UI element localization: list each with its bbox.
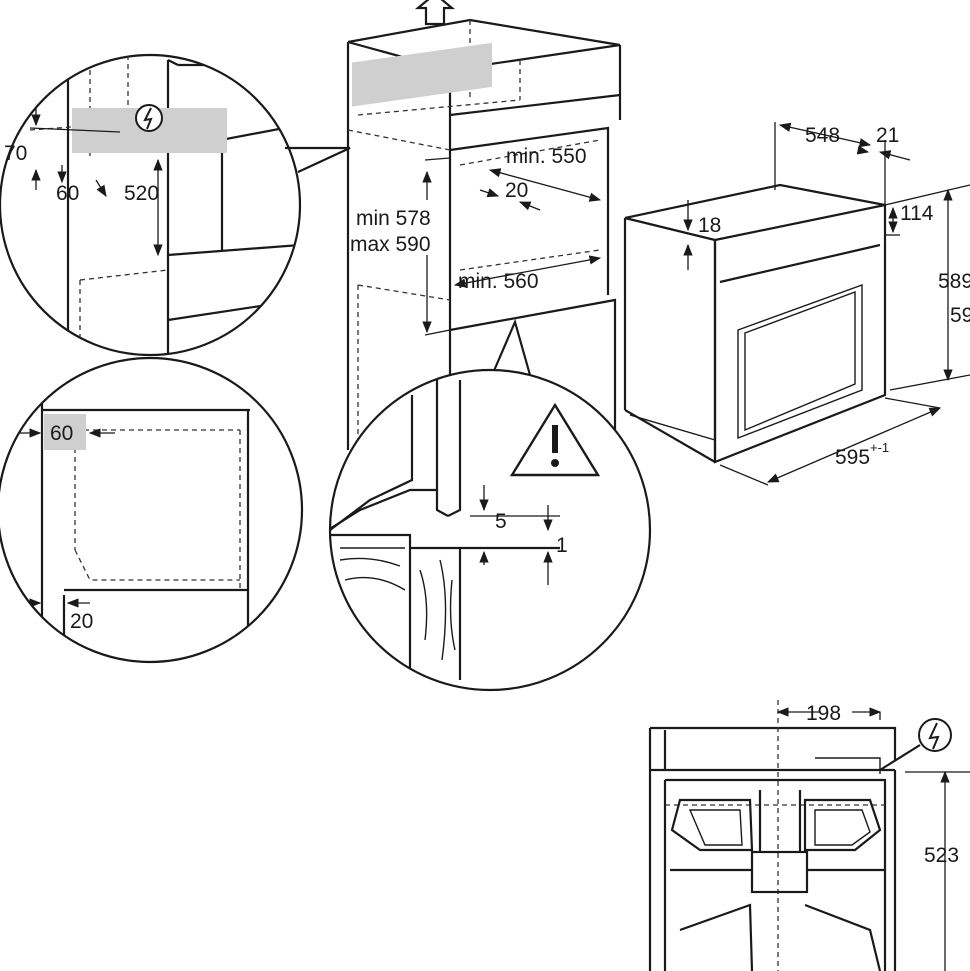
dimension-70: 70 — [4, 142, 27, 165]
oven-rack — [670, 790, 885, 971]
oven-drawing — [623, 183, 887, 464]
dimension-114: 114 — [900, 202, 934, 225]
dimension-max590: max 590 — [350, 233, 431, 256]
dimension-60-box: 60 — [50, 422, 73, 445]
dimension-min560: min. 560 — [458, 270, 539, 293]
dimension-18: 18 — [698, 214, 721, 237]
detail-bottom-center — [328, 318, 652, 692]
dimension-595: 595 — [835, 446, 870, 469]
dimension-198: 198 — [806, 702, 841, 725]
detail-top-left — [0, 53, 351, 357]
dimension-20-left: 20 — [70, 610, 93, 633]
tall-cabinet-drawing — [346, 18, 622, 450]
oven-dimensions — [683, 122, 970, 486]
dimension-595-tolerance: +-1 — [870, 440, 889, 455]
oven-top-view — [648, 700, 970, 971]
cabinet-dimensions — [422, 157, 602, 336]
dimension-5: 5 — [495, 510, 507, 533]
warning-triangle-icon — [509, 402, 601, 477]
detail-bottom-left — [0, 356, 304, 664]
dimension-520: 520 — [124, 182, 159, 205]
dimension-21: 21 — [876, 124, 899, 147]
dimension-548: 548 — [805, 124, 840, 147]
dimension-523: 523 — [924, 844, 959, 867]
dimension-20-center: 20 — [505, 179, 528, 202]
dimension-min578: min 578 — [356, 207, 431, 230]
electric-connection-icon — [135, 104, 163, 132]
dimension-589: 589 — [938, 270, 970, 293]
dimension-60-top: 60 — [56, 182, 79, 205]
dimension-59: 59 — [950, 304, 970, 327]
dimension-1: 1 — [556, 534, 568, 557]
airflow-arrow-icon — [414, 0, 456, 26]
electric-connection-icon — [879, 718, 952, 771]
dimension-min550: min. 550 — [506, 145, 587, 168]
